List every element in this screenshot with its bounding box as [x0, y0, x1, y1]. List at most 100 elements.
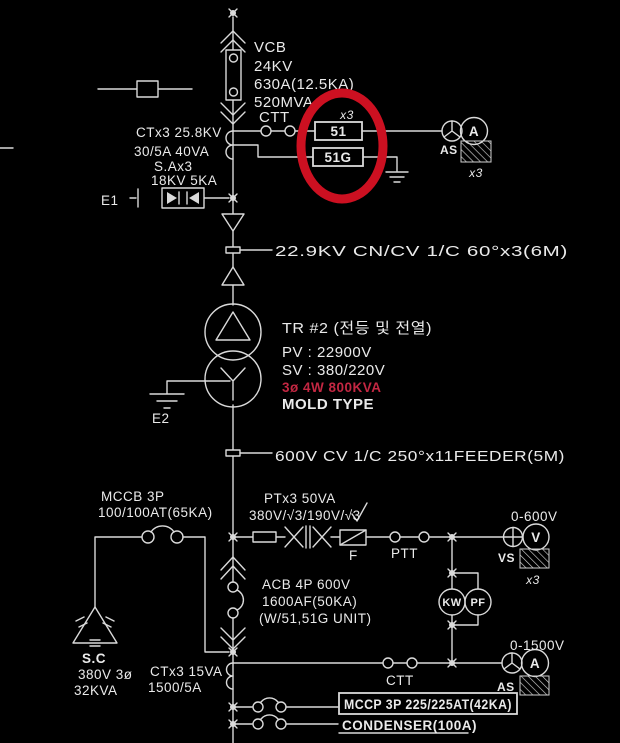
ctt-label-bottom: CTT	[386, 673, 414, 688]
vcb-label: VCB	[254, 39, 286, 56]
feeder-mccp-branch	[232, 697, 340, 713]
ct-secondary-circuit	[232, 125, 443, 172]
pt-icon	[284, 525, 332, 549]
ct-secondary-bottom	[232, 657, 503, 669]
vcb-kv: 24KV	[254, 58, 293, 75]
as-label-top: AS	[440, 143, 458, 157]
ct-spec-1: CTx3 25.8KV	[136, 125, 222, 140]
voltmeter-range: 0-600V	[511, 509, 558, 524]
feeder-condenser-label: CONDENSER(100A)	[342, 718, 477, 733]
ct-spec-2: 30/5A 40VA	[134, 144, 209, 159]
junction-node	[447, 620, 457, 630]
sc-label-3: 32KVA	[74, 683, 118, 698]
kw-label: KW	[442, 597, 461, 609]
transformer-symbol	[204, 303, 262, 408]
hv-cable-marker	[225, 246, 273, 254]
radical-mark-icon	[351, 502, 368, 522]
fuse-label: F	[349, 548, 358, 563]
feeder-condenser-branch	[232, 714, 339, 730]
fuse-box-icon	[339, 529, 367, 546]
tr-rating: 3ø 4W 800KVA	[282, 380, 382, 395]
fuse-branch-symbol	[0, 80, 193, 149]
junction-node	[447, 532, 457, 542]
arrow-up-icon	[221, 266, 245, 286]
relay-51g-label: 51G	[324, 150, 351, 165]
ct2-spec-2: 1500/5A	[148, 680, 202, 695]
ammeter-selector-icon-top	[441, 120, 463, 142]
junction-node	[447, 658, 457, 668]
vs-label: VS	[498, 551, 515, 565]
junction-node	[228, 719, 238, 729]
ptt-terminal-icon	[389, 531, 401, 543]
red-highlight-circle	[296, 88, 388, 204]
tr-sv: SV : 380/220V	[282, 362, 385, 379]
vcb-mva: 520MVA	[254, 94, 313, 111]
pt-spec-1: PTx3 50VA	[264, 491, 336, 506]
pf-label: PF	[470, 597, 485, 609]
junction-node	[228, 702, 238, 712]
ground-icon-e2	[149, 380, 231, 409]
hv-cable-label: 22.9KV CN/CV 1/C 60°x3(6M)	[275, 243, 568, 260]
ptt-terminal-icon	[418, 531, 430, 543]
ct-symbol-top	[225, 130, 234, 160]
mccb-contact-icon	[141, 530, 155, 544]
acb-label-2: 1600AF(50KA)	[262, 594, 357, 609]
junction-node	[228, 532, 238, 542]
feeder-mccp-label: MCCP 3P 225/225AT(42KA)	[344, 697, 512, 712]
shorting-terminal-icon-top	[460, 140, 492, 163]
feeder-mccp-box	[338, 692, 518, 715]
shorting-terminal-icon-volt	[519, 548, 550, 569]
acb-label-1: ACB 4P 600V	[262, 577, 351, 592]
voltmeter-selector-icon	[502, 526, 524, 548]
incoming-node	[228, 8, 238, 18]
lv-cable-marker	[225, 449, 273, 457]
ct-symbol-bottom	[225, 662, 234, 690]
surge-arrester-symbol	[129, 187, 230, 209]
relay-51-label: 51	[330, 124, 346, 139]
ct-spec-4: 18KV 5KA	[151, 173, 217, 188]
vcb-breaker-symbol	[220, 49, 246, 125]
relay-multiplier-label: x3	[339, 108, 354, 122]
mccb-label-2: 100/100AT(65KA)	[98, 505, 213, 520]
static-condenser-icon	[72, 606, 118, 647]
pt-branch-circuit	[232, 502, 504, 549]
relay-51g-box	[312, 147, 364, 167]
ammeter-letter-bottom: A	[530, 656, 540, 671]
kw-pf-meter-circuit	[438, 536, 492, 664]
ammeter-range-bottom: 0-1500V	[510, 638, 565, 653]
lv-cable-label: 600V CV 1/C 250°x11FEEDER(5M)	[275, 448, 565, 465]
ammeter-letter-top: A	[469, 124, 479, 139]
drawout-arrows-top-icon	[220, 30, 246, 53]
relay-51-box	[314, 121, 363, 141]
e2-label: E2	[152, 411, 170, 426]
ptt-label: PTT	[391, 546, 418, 561]
as-label-bottom: AS	[497, 680, 515, 694]
mccb-label-1: MCCB 3P	[101, 489, 165, 504]
ct-spec-3: S.Ax3	[154, 159, 193, 174]
sc-label-2: 380V 3ø	[78, 667, 133, 682]
voltmeter-letter: V	[531, 530, 541, 545]
junction-node	[228, 193, 238, 203]
ground-icon-51g	[385, 171, 409, 183]
mccb-sc-branch	[72, 525, 230, 653]
ammeter-selector-icon-bottom	[501, 652, 523, 674]
labels: VCB 24KV 630A(12.5KA) 520MVA CTT x3 51 5…	[74, 39, 568, 733]
tr-name: TR #2 (전등 및 전열)	[282, 320, 432, 337]
junction-node	[447, 568, 457, 578]
tr-pv: PV : 22900V	[282, 344, 372, 361]
pf-meter-icon	[464, 588, 492, 616]
voltmeter-multiplier: x3	[525, 573, 540, 587]
ammeter-multiplier-top: x3	[468, 166, 483, 180]
acb-breaker-symbol	[220, 556, 246, 650]
ct2-spec-1: CTx3 15VA	[150, 664, 223, 679]
tr-type: MOLD TYPE	[282, 396, 374, 413]
ctt-label-top: CTT	[259, 109, 290, 126]
junction-node	[228, 647, 238, 657]
mccb-contact-icon	[170, 530, 184, 544]
sc-label-1: S.C	[82, 651, 106, 666]
pt-spec-2: 380V/√3/190V/√3	[249, 508, 361, 523]
arrow-down-icon	[221, 213, 245, 232]
e1-label: E1	[101, 193, 119, 208]
